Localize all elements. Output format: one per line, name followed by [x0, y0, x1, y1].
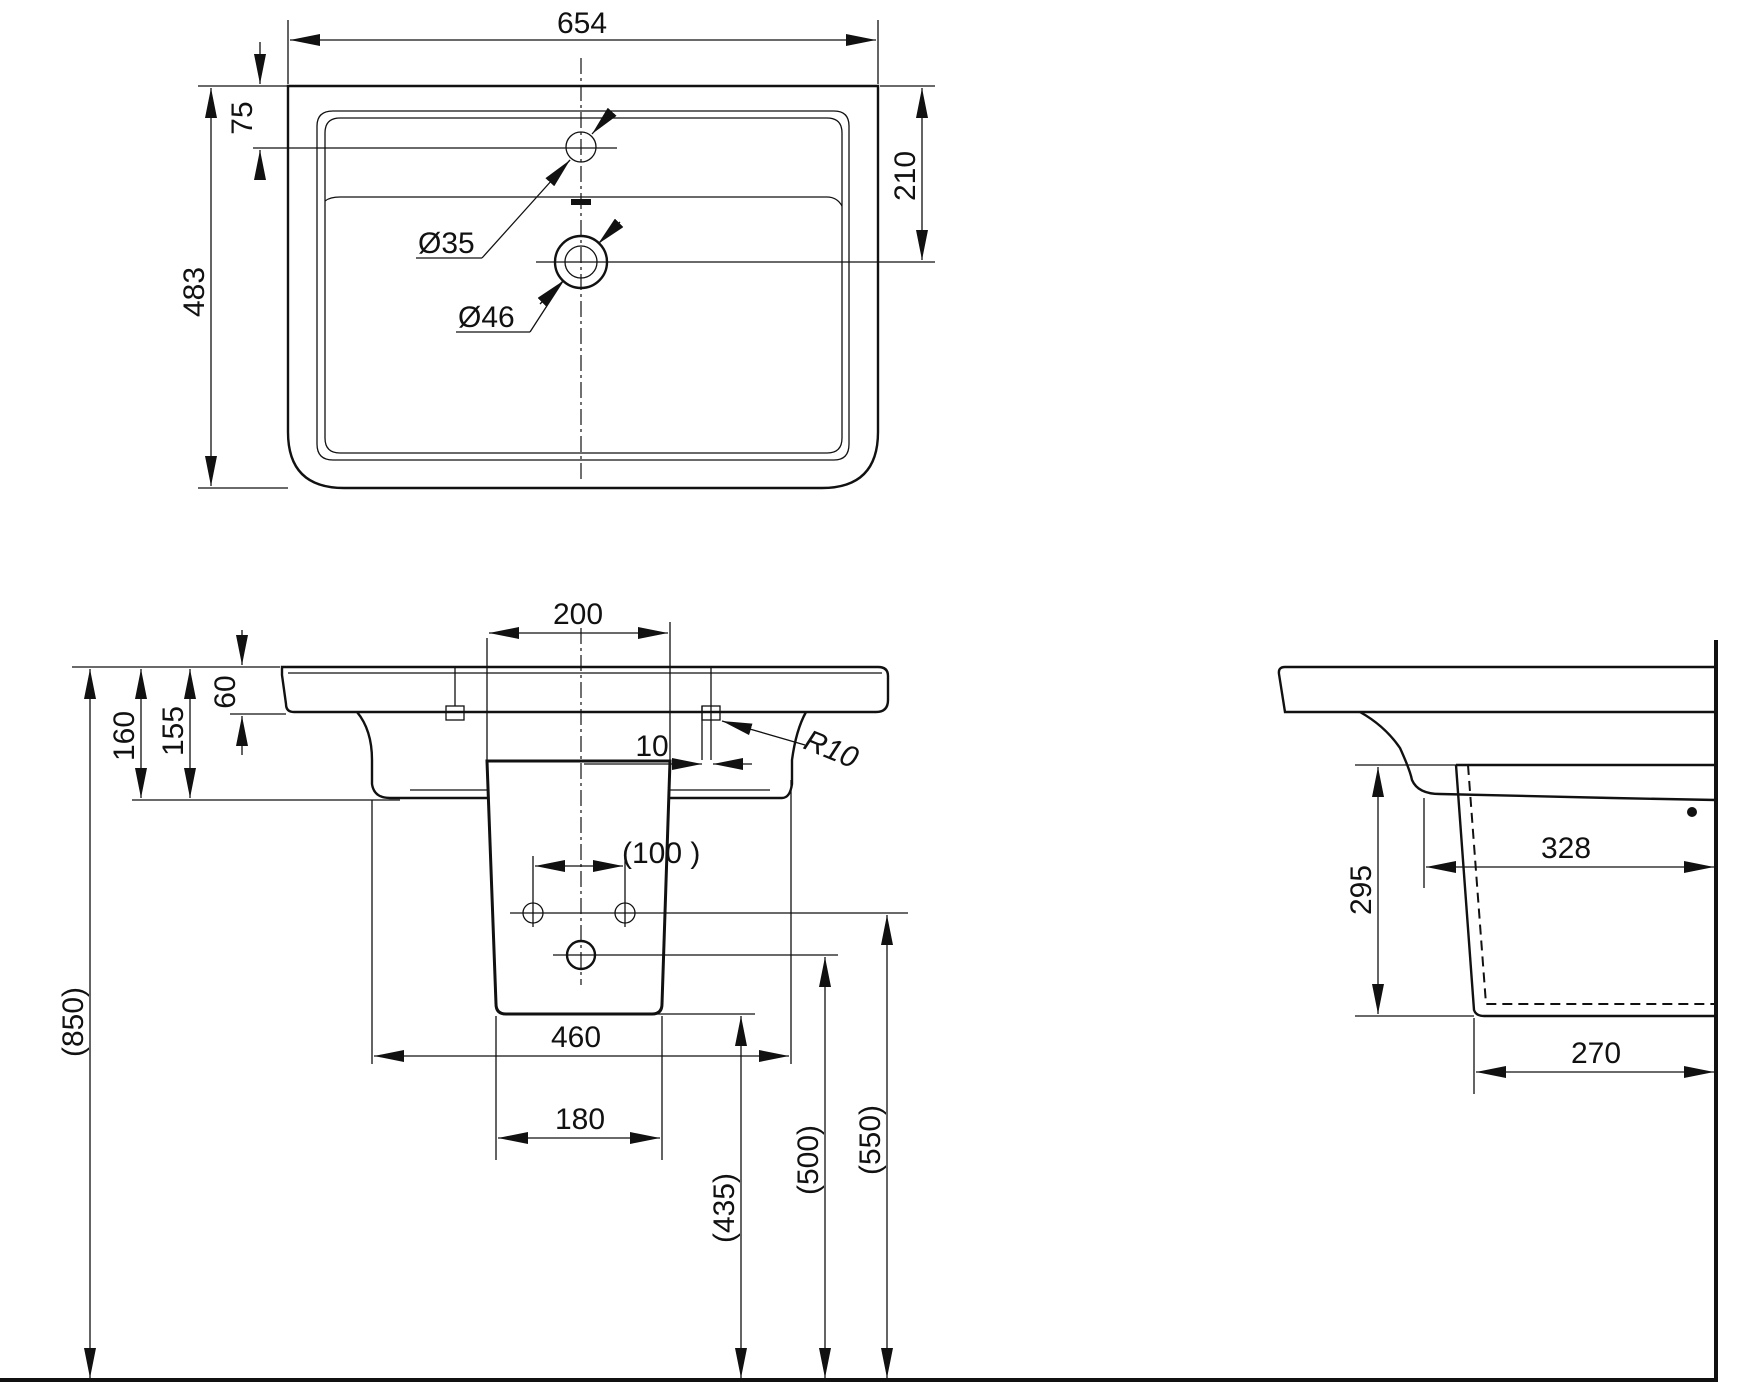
radius-leader: [721, 720, 806, 746]
dim-pedestal-top: 200: [553, 598, 603, 631]
leader-arrow: [591, 107, 617, 135]
dim-projection-upper: 328: [1541, 832, 1591, 865]
dim-bowl-width: 460: [551, 1021, 601, 1054]
dim-radius: R10: [799, 724, 863, 775]
dim-projection-lower: 270: [1571, 1037, 1621, 1070]
side-pedestal-hidden: [1467, 764, 1716, 1005]
leader-line: [481, 159, 571, 259]
leader-arrow: [597, 218, 624, 245]
dim-depth: 483: [178, 267, 211, 317]
dim-tap-offset: 75: [226, 101, 259, 134]
side-view: 295 328 270: [1277, 640, 1718, 1380]
front-view: 200 10 R10 (100 ) 460 180 60 160: [57, 598, 908, 1378]
drain-hole-diameter: Ø46: [458, 301, 515, 334]
dim-bowl-height: 155: [157, 706, 190, 756]
dim-side-pedestal-height: 295: [1345, 865, 1378, 915]
rear-shelf-line: [324, 196, 843, 207]
dim-rim-height: (850): [57, 987, 90, 1057]
dim-pedestal-height: (435): [708, 1173, 741, 1243]
basin-inner-outline-2: [324, 117, 843, 454]
dim-supply-height: (550): [854, 1105, 887, 1175]
top-view: 654 483 75 210 Ø35 Ø46: [178, 7, 935, 490]
dim-supply-spacing: (100 ): [622, 837, 700, 870]
tap-hole: [565, 131, 597, 163]
pedestal: [485, 759, 672, 1016]
dim-pedestal-bottom: 180: [555, 1103, 605, 1136]
leader-arrow: [537, 280, 564, 307]
dim-drain-offset: 210: [889, 151, 922, 201]
dim-width: 654: [557, 7, 607, 40]
tap-hole-diameter: Ø35: [418, 227, 475, 260]
overflow-marker: [1687, 807, 1697, 817]
basin-rim: [280, 665, 890, 714]
dim-rim-thickness: 60: [209, 675, 242, 708]
dim-drain-height: (500): [792, 1125, 825, 1195]
side-pedestal: [1454, 763, 1716, 1018]
side-basin-rim: [1277, 665, 1716, 714]
basin-inner-outline: [316, 110, 850, 461]
side-basin-bowl: [1359, 710, 1717, 802]
leader-line: [529, 280, 564, 333]
overflow-slot: [571, 199, 591, 205]
dim-offset: 10: [635, 730, 668, 763]
basin-outer-outline: [286, 84, 880, 490]
dim-basin-height: 160: [108, 711, 141, 761]
